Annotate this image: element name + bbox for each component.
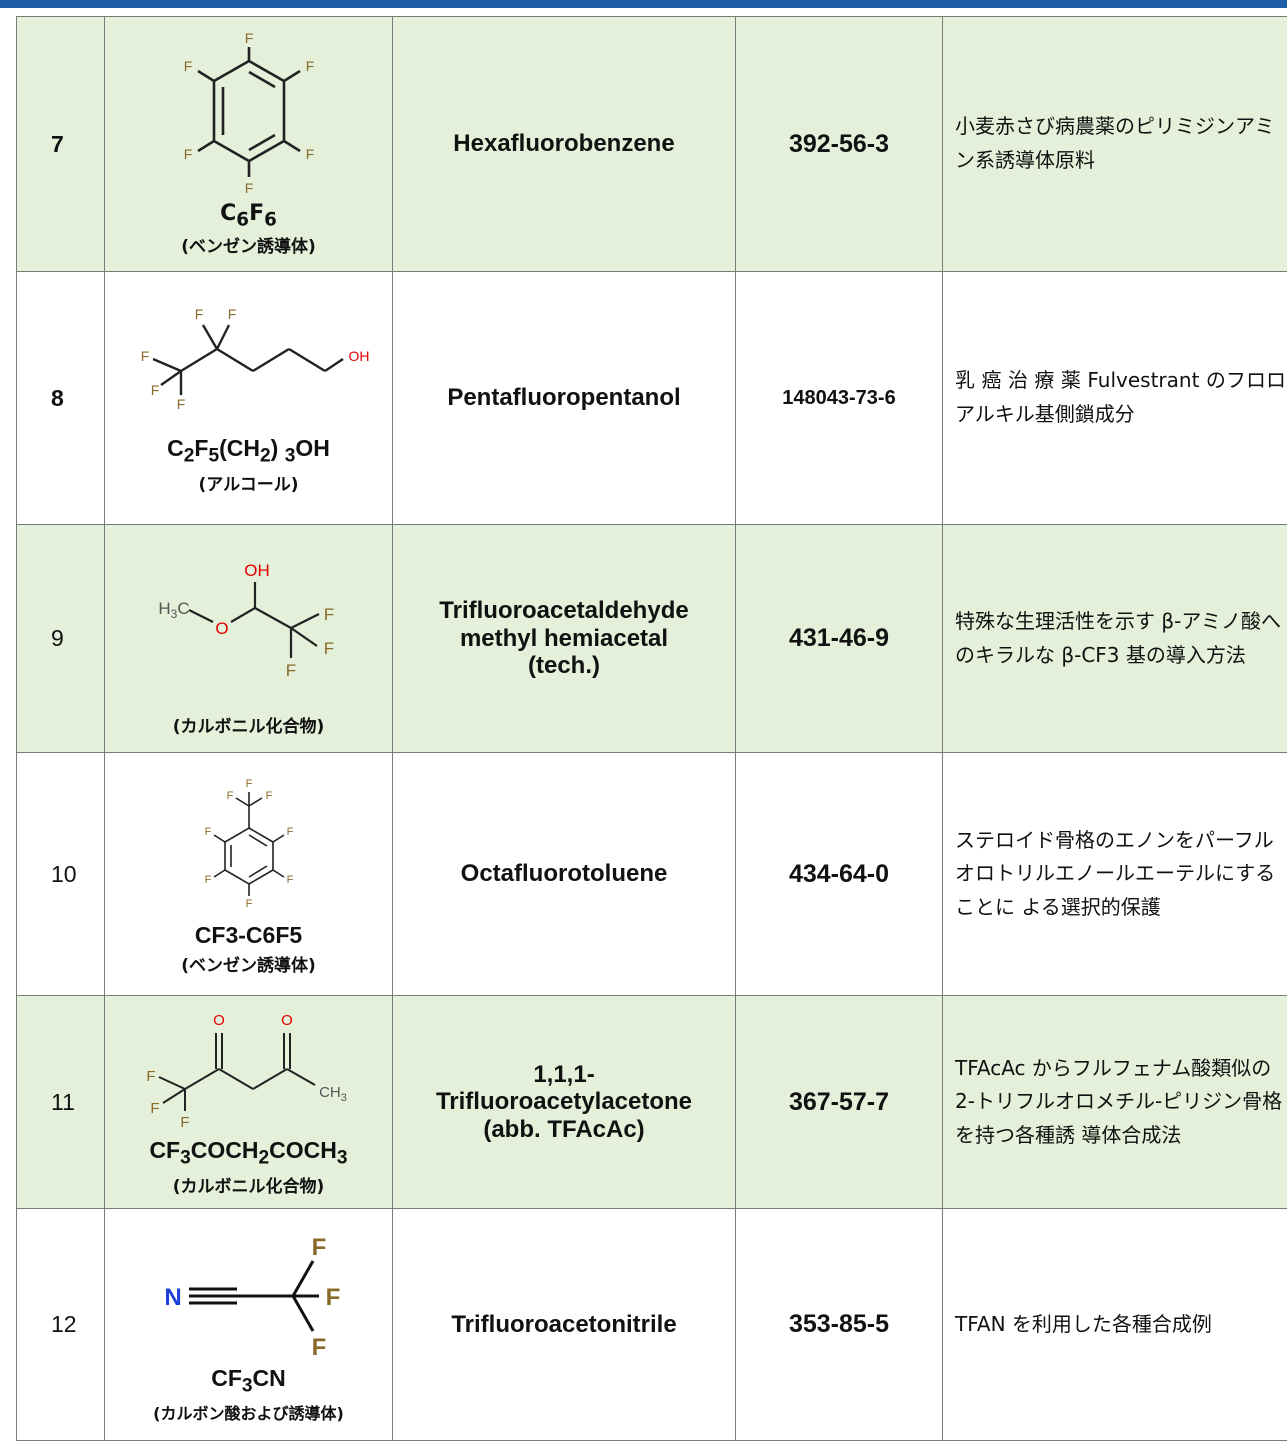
svg-text:F: F	[286, 874, 293, 886]
svg-text:F: F	[146, 1068, 155, 1085]
svg-text:F: F	[305, 58, 314, 74]
compound-name: Hexafluorobenzene	[393, 17, 736, 272]
table-row: 7 F	[17, 17, 1287, 272]
compound-class: (カルボン酸および誘導体)	[153, 1400, 344, 1424]
table-row: 12 N F F	[17, 1209, 1287, 1441]
svg-text:F: F	[176, 396, 185, 412]
application-text: TFAcAc からフルフェナム酸類似の 2-トリフルオロメチル-ピリジン骨格を持…	[943, 996, 1287, 1209]
cas-number: 367-57-7	[736, 996, 943, 1209]
svg-text:O: O	[281, 1012, 293, 1029]
table-row: 8 F	[17, 272, 1287, 525]
octafluorotoluene-structure: F F F F F F F F	[184, 772, 314, 922]
molecular-formula: CF3COCH2COCH3	[149, 1137, 347, 1170]
molecular-formula: CF3CN	[211, 1365, 286, 1398]
cas-number: 148043-73-6	[736, 272, 943, 525]
svg-text:N: N	[164, 1284, 181, 1311]
trifluoroacetaldehyde-hemiacetal-structure: H3C O OH F F F	[119, 540, 379, 710]
structure-cell: N F F F CF3CN (カルボン酸および誘導体)	[105, 1209, 393, 1441]
structure-cell: F F F F F OH C2F5(CH2) 3OH (アルコール)	[105, 272, 393, 525]
compound-class: (ベンゼン誘導体)	[181, 232, 316, 257]
compound-class: (カルボニル化合物)	[173, 712, 325, 737]
svg-text:F: F	[286, 826, 293, 838]
svg-text:F: F	[227, 306, 236, 322]
svg-text:F: F	[245, 778, 252, 790]
compound-table: 7 F	[16, 16, 1287, 1441]
svg-text:F: F	[285, 661, 295, 680]
row-number: 9	[17, 525, 105, 753]
compound-class: (アルコール)	[198, 470, 298, 495]
cas-number: 434-64-0	[736, 753, 943, 996]
svg-text:F: F	[325, 1284, 340, 1311]
svg-text:F: F	[226, 790, 233, 802]
molecular-formula: C2F5(CH2) 3OH	[167, 435, 330, 468]
pentafluoropentanol-structure: F F F F F OH	[119, 301, 379, 421]
application-text: 乳 癌 治 療 薬 Fulvestrant のフロロアルキル基側鎖成分	[943, 272, 1287, 525]
top-accent-bar	[0, 0, 1287, 8]
molecular-formula: C6F6	[220, 201, 277, 230]
svg-text:H3C: H3C	[158, 599, 189, 621]
application-text: 特殊な生理活性を示す β-アミノ酸へのキラルな β-CF3 基の導入方法	[943, 525, 1287, 753]
svg-text:F: F	[265, 790, 272, 802]
table-row: 10	[17, 753, 1287, 996]
cas-number: 353-85-5	[736, 1209, 943, 1441]
svg-text:F: F	[183, 58, 192, 74]
compound-name: Trifluoroacetonitrile	[393, 1209, 736, 1441]
application-text: 小麦赤さび病農薬のピリミジンアミン系誘導体原料	[943, 17, 1287, 272]
svg-text:F: F	[150, 382, 159, 398]
application-text: ステロイド骨格のエノンをパーフルオロトリルエノールエーテルにすることに よる選択…	[943, 753, 1287, 996]
compound-name: Trifluoroacetaldehyde methyl hemiacetal …	[393, 525, 736, 753]
svg-text:OH: OH	[348, 348, 369, 364]
structure-cell: O O CH3 F F F CF3COCH2COCH3 (カルボニル化合物)	[105, 996, 393, 1209]
row-number: 8	[17, 272, 105, 525]
compound-name: Pentafluoropentanol	[393, 272, 736, 525]
svg-text:F: F	[244, 31, 253, 46]
svg-text:F: F	[204, 874, 211, 886]
row-number: 10	[17, 753, 105, 996]
svg-text:F: F	[204, 826, 211, 838]
svg-text:CH3: CH3	[319, 1084, 347, 1104]
application-text: TFAN を利用した各種合成例	[943, 1209, 1287, 1441]
svg-text:F: F	[311, 1334, 326, 1361]
hexafluorobenzene-structure: F F F F F F	[164, 31, 334, 201]
svg-text:F: F	[140, 348, 149, 364]
svg-text:F: F	[180, 1114, 189, 1131]
compound-name: Octafluorotoluene	[393, 753, 736, 996]
svg-text:O: O	[213, 1012, 225, 1029]
svg-text:F: F	[311, 1234, 326, 1261]
svg-text:F: F	[194, 306, 203, 322]
svg-text:F: F	[183, 146, 192, 162]
compound-name: 1,1,1- Trifluoroacetylacetone (abb. TFAc…	[393, 996, 736, 1209]
svg-text:F: F	[305, 146, 314, 162]
compound-class: (カルボニル化合物)	[173, 1172, 325, 1197]
cas-number: 431-46-9	[736, 525, 943, 753]
trifluoroacetylacetone-structure: O O CH3 F F F	[119, 1007, 379, 1149]
row-number: 7	[17, 17, 105, 272]
svg-text:F: F	[323, 639, 333, 658]
row-number: 12	[17, 1209, 105, 1441]
svg-text:O: O	[215, 619, 228, 638]
structure-cell: F F F F F F F F CF3-C6F5 (ベンゼン誘導体)	[105, 753, 393, 996]
molecular-formula: CF3-C6F5	[195, 922, 302, 949]
table-row: 11 O	[17, 996, 1287, 1209]
cas-number: 392-56-3	[736, 17, 943, 272]
svg-text:F: F	[150, 1100, 159, 1117]
compound-class: (ベンゼン誘導体)	[181, 951, 316, 976]
svg-text:OH: OH	[244, 561, 270, 580]
structure-cell: F F F F F F C6F6 (ベンゼン誘導体)	[105, 17, 393, 272]
trifluoroacetonitrile-structure: N F F F	[119, 1225, 379, 1365]
svg-text:F: F	[323, 605, 333, 624]
table-row: 9 H3C O OH F	[17, 525, 1287, 753]
row-number: 11	[17, 996, 105, 1209]
svg-text:F: F	[244, 180, 253, 196]
structure-cell: H3C O OH F F F (カルボニル化合物)	[105, 525, 393, 753]
svg-text:F: F	[245, 898, 252, 910]
